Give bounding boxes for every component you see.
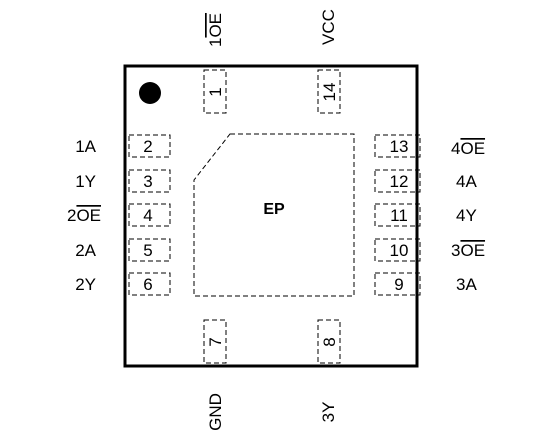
exposed-pad-outline bbox=[193, 133, 355, 297]
pin-1-pad bbox=[203, 69, 227, 114]
pin-10-number: 10 bbox=[390, 241, 409, 260]
pin-5-name: 2A bbox=[75, 241, 96, 260]
pin-11-name: 4Y bbox=[456, 206, 477, 225]
pin-10-pad bbox=[374, 238, 421, 262]
pin-13-number: 13 bbox=[390, 137, 409, 156]
pin-4-name-prefix: 2 bbox=[67, 206, 76, 225]
pin-3-number: 3 bbox=[143, 172, 152, 191]
pin-1-name-prefix: 1 bbox=[206, 38, 225, 47]
pin-14-name: VCC bbox=[319, 9, 338, 45]
pin-7-number: 7 bbox=[206, 337, 225, 346]
pin-4-number: 4 bbox=[143, 206, 152, 225]
pin-14-pad bbox=[317, 69, 341, 114]
pin-13-name-overbar: OE bbox=[460, 139, 485, 158]
pin-8-name: 3Y bbox=[319, 402, 338, 423]
pin-12-pad bbox=[374, 169, 421, 193]
pin-13-pad bbox=[374, 134, 421, 158]
pin-6-number: 6 bbox=[143, 275, 152, 294]
pin-11-pad bbox=[374, 203, 421, 227]
pin-12-name: 4A bbox=[456, 172, 477, 191]
pin-14-number: 14 bbox=[320, 83, 339, 102]
pin-6-name: 2Y bbox=[75, 275, 96, 294]
pin-10-name-prefix: 3 bbox=[451, 241, 460, 260]
pin-3-pad bbox=[128, 169, 171, 193]
pin-5-number: 5 bbox=[143, 241, 152, 260]
pin1-indicator-dot bbox=[139, 82, 161, 104]
pin-2-pad bbox=[128, 134, 171, 158]
pin-7-name: GND bbox=[206, 393, 225, 431]
pin-10-name-overbar: OE bbox=[460, 241, 485, 260]
pin-6-pad bbox=[128, 272, 171, 296]
pin-12-number: 12 bbox=[390, 172, 409, 191]
pin-1-name: 1OE bbox=[206, 13, 225, 47]
pin-4-pad bbox=[128, 203, 171, 227]
pin-8-pad bbox=[317, 319, 341, 364]
pin-1-name-overbar: OE bbox=[206, 13, 225, 38]
pin-1-number: 1 bbox=[206, 87, 225, 96]
pin-11-number: 11 bbox=[390, 206, 408, 225]
pin-7-pad bbox=[203, 319, 227, 364]
package-outline bbox=[123, 64, 419, 368]
pin-2-number: 2 bbox=[143, 137, 152, 156]
exposed-pad-label: EP bbox=[263, 201, 285, 218]
pin-4-name-overbar: OE bbox=[76, 206, 101, 225]
pin-5-pad bbox=[128, 238, 171, 262]
pin-8-number: 8 bbox=[320, 337, 339, 346]
pin-4-name: 2OE bbox=[67, 206, 101, 225]
pin-13-name: 4OE bbox=[451, 139, 485, 158]
pin-9-name: 3A bbox=[456, 275, 477, 294]
pin-3-name: 1Y bbox=[75, 172, 96, 191]
pin-9-pad bbox=[374, 272, 421, 296]
pin-9-number: 9 bbox=[394, 275, 403, 294]
pin-13-name-prefix: 4 bbox=[451, 139, 460, 158]
pin-2-name: 1A bbox=[75, 137, 96, 156]
pin-10-name: 3OE bbox=[451, 241, 485, 260]
